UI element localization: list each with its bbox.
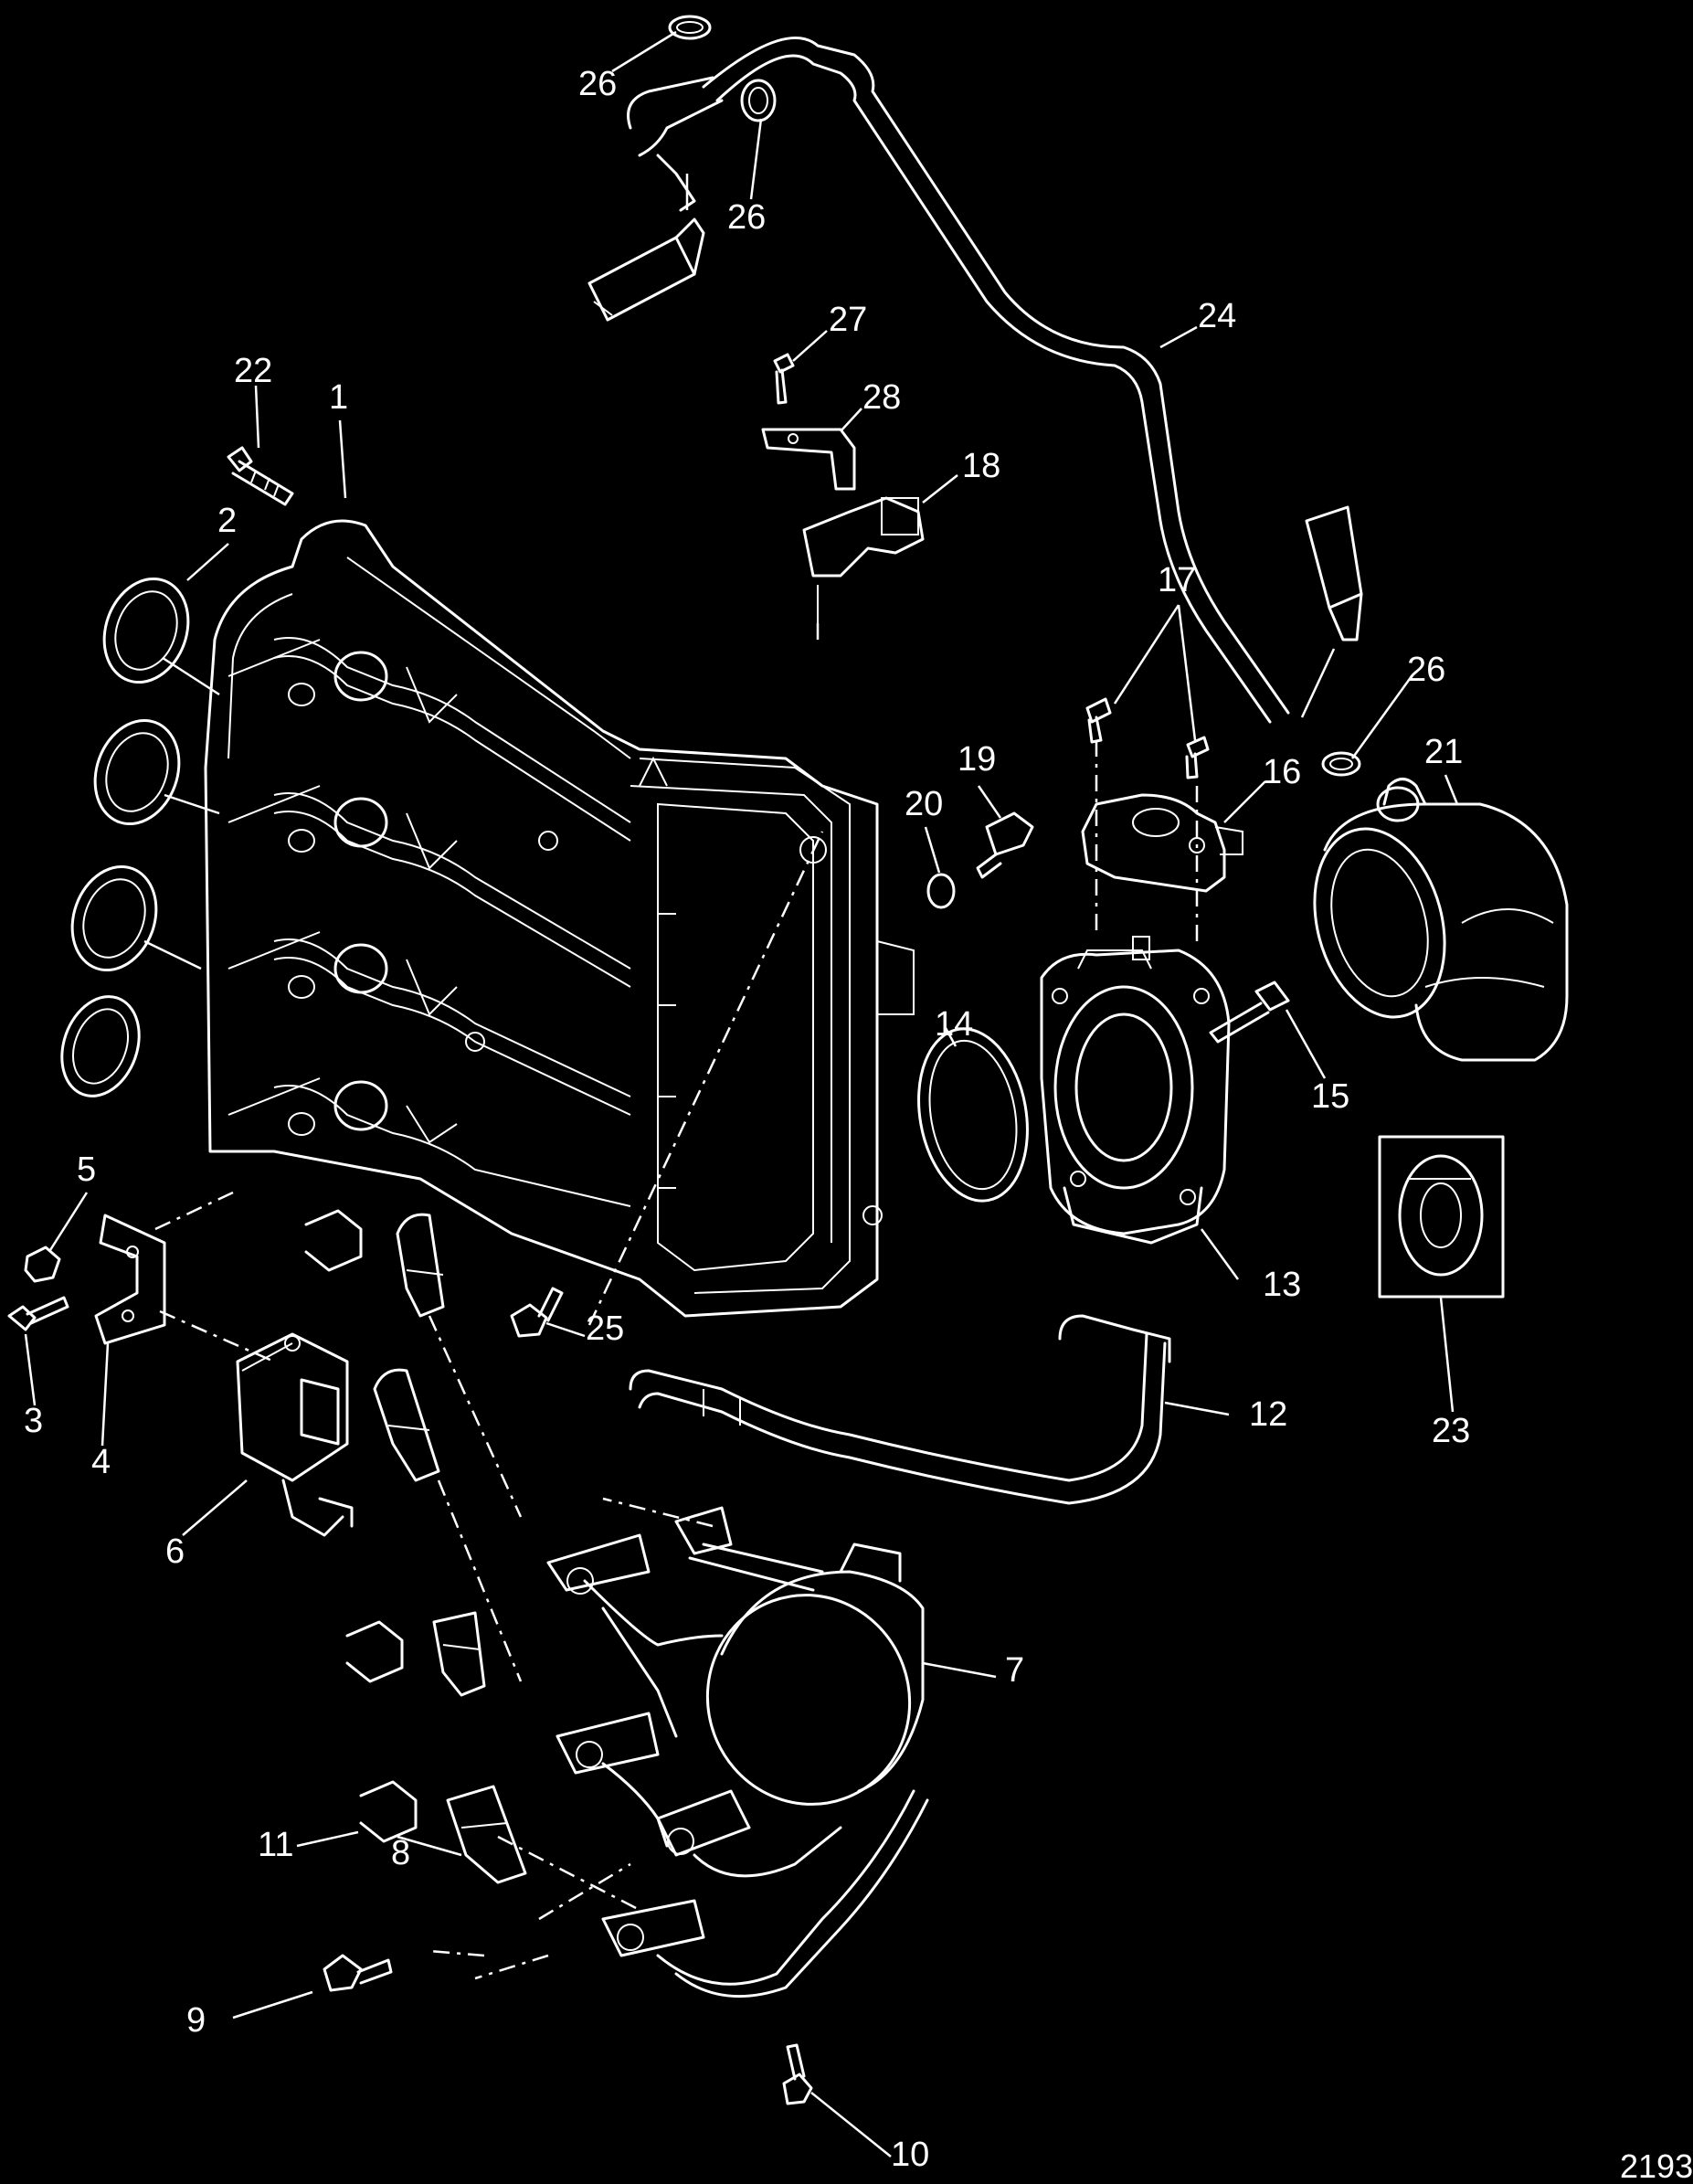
callout-23: 23 (1432, 1412, 1470, 1450)
fuel-rail-lower-bolt (782, 2043, 813, 2105)
air-inlet-elbow (1313, 778, 1569, 1062)
map-sensor (802, 496, 925, 640)
sensor-bracket (761, 428, 856, 491)
solenoid-valve (236, 1332, 354, 1537)
assembly-lines (154, 621, 1199, 1980)
callout-21: 21 (1424, 733, 1463, 771)
mounting-bracket (94, 1214, 166, 1345)
fuel-rail-bolt (323, 1954, 393, 1992)
manifold-stud (227, 446, 294, 506)
temperature-sensor (976, 811, 1034, 879)
sensor-bracket-screw (773, 353, 795, 405)
sensor-o-ring (926, 873, 956, 909)
callout-27: 27 (829, 301, 867, 339)
callout-numbers: 1 2 3 4 5 6 7 8 9 10 11 12 13 14 15 16 1… (24, 65, 1470, 2174)
callout-25: 25 (586, 1309, 624, 1348)
callout-1: 1 (329, 378, 348, 417)
callout-12: 12 (1249, 1395, 1287, 1434)
callout-26-top: 26 (578, 65, 617, 103)
callout-26-middle: 26 (727, 198, 766, 237)
callout-22: 22 (234, 352, 272, 390)
callout-18: 18 (962, 447, 1000, 485)
callout-28: 28 (862, 378, 901, 417)
sealant-tube-left: 36 (587, 217, 705, 322)
callout-4: 4 (91, 1443, 111, 1481)
throttle-body (1040, 936, 1231, 1245)
injector-clip-2 (345, 1620, 404, 1683)
figure-number: 2193 (1620, 2147, 1693, 2184)
callout-2: 2 (217, 502, 237, 540)
intake-seals (60, 577, 190, 1097)
tube-label-left: 36 (630, 265, 652, 288)
bracket-nut (24, 1246, 61, 1283)
callout-14: 14 (935, 1005, 973, 1044)
fuel-injector-3 (432, 1611, 486, 1697)
callout-6: 6 (165, 1532, 185, 1571)
callout-11: 11 (258, 1826, 293, 1864)
callout-5: 5 (77, 1150, 96, 1189)
breather-hose (702, 36, 1290, 724)
hose-clamp-21 (1321, 751, 1361, 777)
throttle-body-gasket (917, 1027, 1029, 1203)
throttle-position-sensor (1081, 793, 1243, 893)
callout-8: 8 (391, 1834, 410, 1872)
fuel-injector-4 (446, 1785, 527, 1884)
callout-16: 16 (1263, 753, 1301, 791)
fuel-rail-assembly (546, 1506, 929, 1998)
injector-clip-3 (359, 1780, 418, 1843)
callout-17: 17 (1158, 561, 1196, 599)
callout-leaders (24, 30, 1459, 2157)
callout-24: 24 (1198, 297, 1236, 335)
callout-13: 13 (1263, 1266, 1301, 1304)
sealant-tube-right: 36 (1305, 505, 1363, 641)
manifold-bolt (510, 1287, 564, 1338)
callout-3: 3 (24, 1402, 43, 1440)
callout-10: 10 (891, 2136, 929, 2174)
callout-7: 7 (1005, 1651, 1024, 1690)
injector-clip-1 (304, 1209, 363, 1272)
ignition-lead (629, 1314, 1171, 1505)
cover-plate-box (1378, 1135, 1505, 1299)
vent-hose-elbow (627, 76, 724, 212)
sensor-screws (1085, 697, 1210, 779)
callout-20: 20 (905, 785, 943, 823)
callout-15: 15 (1311, 1077, 1349, 1116)
hose-clamps-top (668, 15, 777, 122)
fuel-injector-1 (396, 1213, 445, 1318)
bracket-bolt (7, 1296, 69, 1331)
tube-label-right: 36 (1322, 548, 1344, 571)
fuel-injector-2 (373, 1368, 440, 1482)
callout-19: 19 (958, 740, 996, 779)
throttle-body-bolt (1209, 981, 1290, 1044)
callout-9: 9 (186, 2001, 206, 2040)
intake-manifold (204, 519, 915, 1318)
callout-26-right: 26 (1407, 651, 1445, 689)
